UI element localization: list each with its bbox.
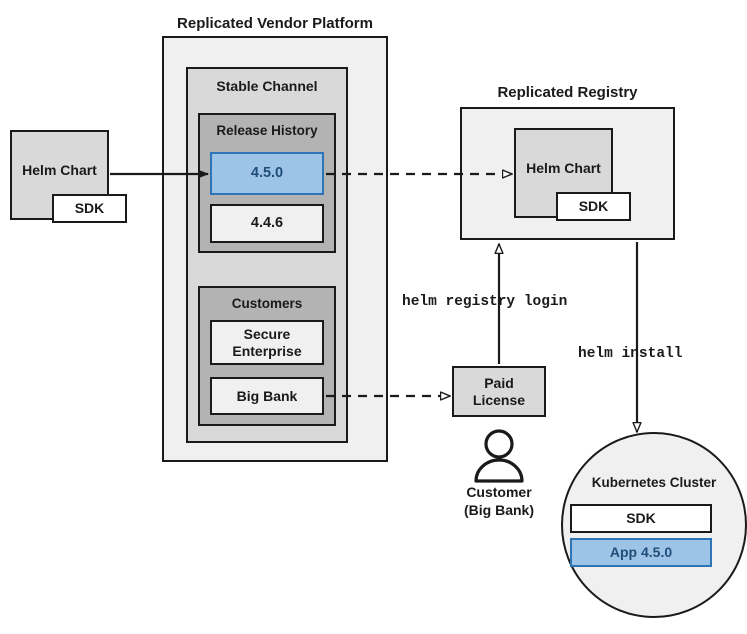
customer-big-bank-label: Big Bank (236, 387, 298, 404)
registry-title: Replicated Registry (497, 84, 638, 101)
source-sdk[interactable]: SDK (52, 194, 127, 223)
release-version-previous-label: 4.4.6 (250, 214, 284, 231)
release-history-label: Release History (216, 123, 318, 138)
customer-person-icon (474, 429, 524, 483)
release-version-previous[interactable]: 4.4.6 (210, 204, 324, 243)
customer-secure-enterprise-line1: Secure (243, 325, 291, 342)
registry-helm-chart-label: Helm Chart (526, 160, 601, 176)
source-sdk-label: SDK (74, 200, 105, 217)
customers-label: Customers (231, 296, 303, 311)
release-version-current-label: 4.5.0 (250, 164, 284, 181)
paid-license-line1: Paid (484, 374, 514, 391)
customer-actor-caption: Customer (Big Bank) (434, 484, 564, 519)
kubernetes-cluster-label: Kubernetes Cluster (591, 475, 717, 490)
release-version-current[interactable]: 4.5.0 (210, 152, 324, 195)
command-helm-install: helm install (578, 346, 683, 362)
cluster-app-label: App 4.5.0 (609, 544, 673, 561)
cluster-app[interactable]: App 4.5.0 (570, 538, 712, 567)
customer-secure-enterprise[interactable]: Secure Enterprise (210, 320, 324, 365)
source-helm-chart-label: Helm Chart (22, 162, 97, 178)
cluster-sdk[interactable]: SDK (570, 504, 712, 533)
paid-license-box[interactable]: Paid License (452, 366, 546, 417)
command-registry-login: helm registry login (402, 294, 568, 310)
vendor-platform-title: Replicated Vendor Platform (177, 15, 373, 32)
customer-actor-line2: (Big Bank) (464, 501, 534, 518)
stable-channel-label: Stable Channel (216, 78, 318, 94)
cluster-sdk-label: SDK (626, 510, 656, 527)
customer-secure-enterprise-line2: Enterprise (232, 342, 302, 359)
registry-sdk[interactable]: SDK (556, 192, 631, 221)
registry-sdk-label: SDK (578, 198, 609, 215)
customer-big-bank[interactable]: Big Bank (210, 377, 324, 415)
paid-license-line2: License (472, 391, 526, 408)
customer-actor-line1: Customer (466, 484, 532, 500)
